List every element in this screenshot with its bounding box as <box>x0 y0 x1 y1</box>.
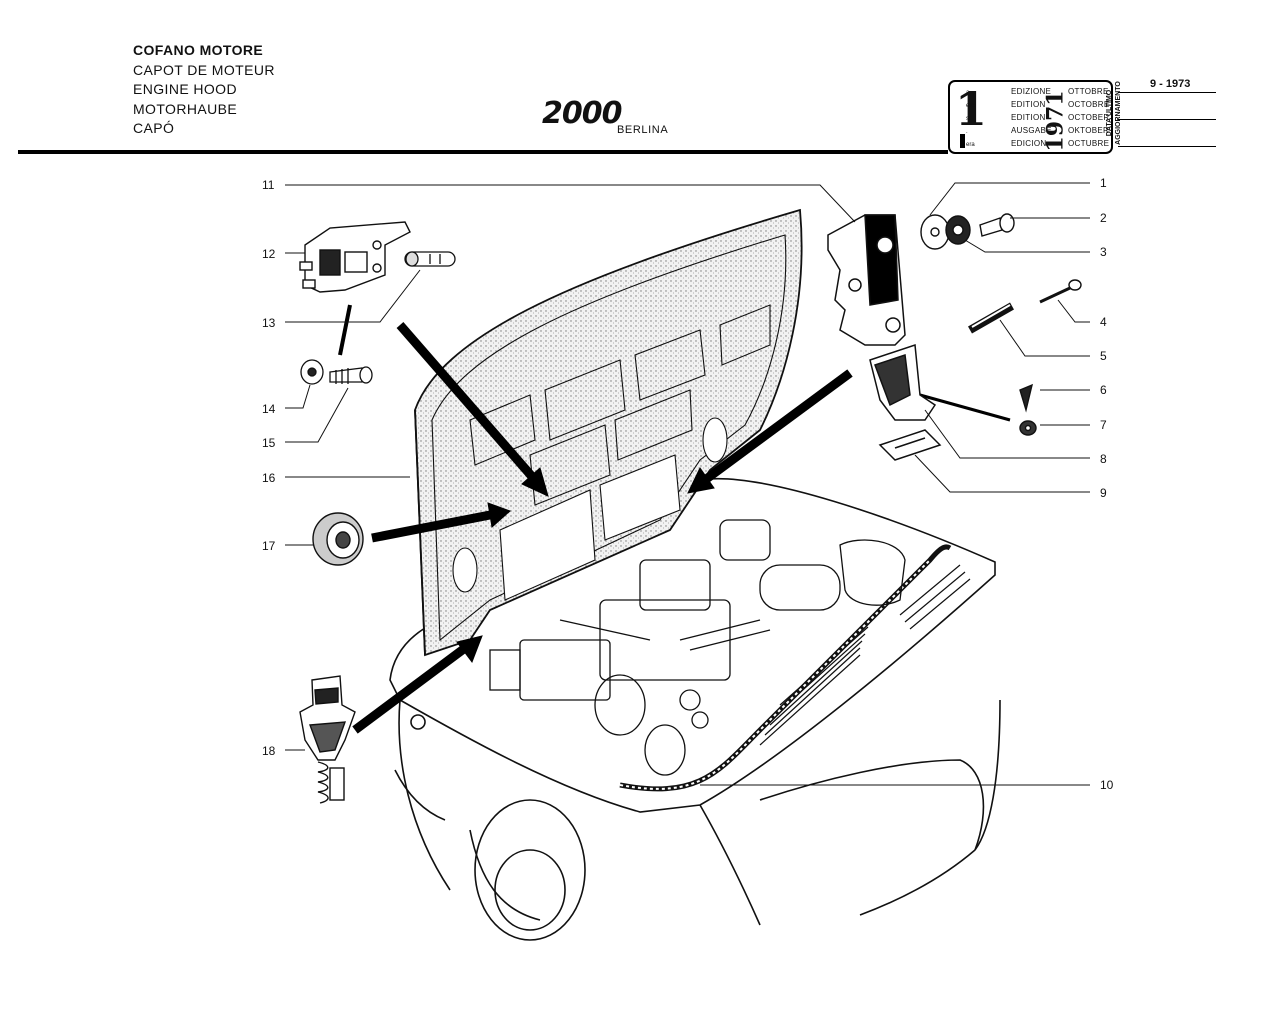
callout-5: 5 <box>1100 349 1107 363</box>
hood-seal <box>619 544 952 792</box>
raised-hood <box>414 208 803 657</box>
callout-9: 9 <box>1100 486 1107 500</box>
edition-month: OCTOBRE <box>1068 100 1110 109</box>
callout-17: 17 <box>262 539 276 553</box>
hood-lamp-bulb <box>404 251 456 267</box>
pointer-arrows <box>338 304 1011 734</box>
car-body <box>389 477 1001 941</box>
engine-bay <box>489 519 906 776</box>
callout-16: 16 <box>262 471 276 485</box>
callout-11: 11 <box>262 178 275 192</box>
edition-label: EDITION <box>1011 113 1046 122</box>
callout-13: 13 <box>262 316 276 330</box>
edition-label: EDITION <box>1011 100 1046 109</box>
title-french: CAPOT DE MOTEUR <box>133 61 275 78</box>
edition-ordinal: st <box>966 116 971 122</box>
edition-bar <box>960 134 965 148</box>
title-italian: COFANO MOTORE <box>133 42 264 58</box>
part-titles: COFANO MOTORE CAPOT DE MOTEUR ENGINE HOO… <box>133 41 275 139</box>
bolt-4 <box>1039 286 1071 304</box>
callout-15: 15 <box>262 436 276 450</box>
update-line <box>1118 92 1216 93</box>
rubber-bumper-17 <box>312 512 364 566</box>
edition-ordinal: . <box>966 129 968 135</box>
hood-release-lock <box>299 221 411 293</box>
update-line <box>1118 146 1216 147</box>
edition-box <box>948 80 1113 154</box>
edition-ordinal: a <box>966 90 970 96</box>
callout-18: 18 <box>262 744 276 758</box>
title-german: MOTORHAUBE <box>133 100 238 117</box>
title-spanish: CAPÓ <box>133 120 175 136</box>
edition-number: 1 <box>955 82 988 136</box>
update-line <box>1118 119 1216 120</box>
bolt-2 <box>979 217 1003 237</box>
edition-ordinal: era <box>966 142 975 148</box>
model-logo: 2000 <box>542 96 622 131</box>
callout-2: 2 <box>1100 211 1107 225</box>
screw-6 <box>1019 383 1034 413</box>
callout-labels: 1 2 3 4 5 6 7 8 9 10 11 12 13 14 15 16 1… <box>262 176 1114 792</box>
callout-4: 4 <box>1100 315 1107 329</box>
callout-6: 6 <box>1100 383 1107 397</box>
callout-14: 14 <box>262 402 276 416</box>
callout-8: 8 <box>1100 452 1107 466</box>
edition-label: AUSGABE <box>1011 126 1052 135</box>
edition-month: OKTOBER <box>1068 126 1110 135</box>
pin-5 <box>968 302 1014 334</box>
edition-ordinal: ere <box>966 103 975 109</box>
edition-month: OCTUBRE <box>1068 139 1110 148</box>
callout-7: 7 <box>1100 418 1107 432</box>
cowl-grille <box>759 564 971 746</box>
edition-month: OCTOBER <box>1068 113 1110 122</box>
hood-latch-18 <box>299 675 356 804</box>
edition-label: EDIZIONE <box>1011 87 1052 96</box>
edition-month: OTTOBRE <box>1068 87 1109 96</box>
callout-1: 1 <box>1100 176 1107 190</box>
update-date: 9 - 1973 <box>1150 78 1191 90</box>
leader-lines <box>285 182 1090 786</box>
header-rule <box>18 150 948 154</box>
washer-screw-14-15 <box>300 359 373 385</box>
title-english: ENGINE HOOD <box>133 81 237 97</box>
edition-label: EDICION <box>1011 139 1047 148</box>
callout-3: 3 <box>1100 245 1107 259</box>
callout-10: 10 <box>1100 778 1114 792</box>
hood-hinge <box>827 214 942 461</box>
model-name: BERLINA <box>617 124 669 136</box>
hardware <box>920 213 1082 436</box>
callout-12: 12 <box>262 247 276 261</box>
